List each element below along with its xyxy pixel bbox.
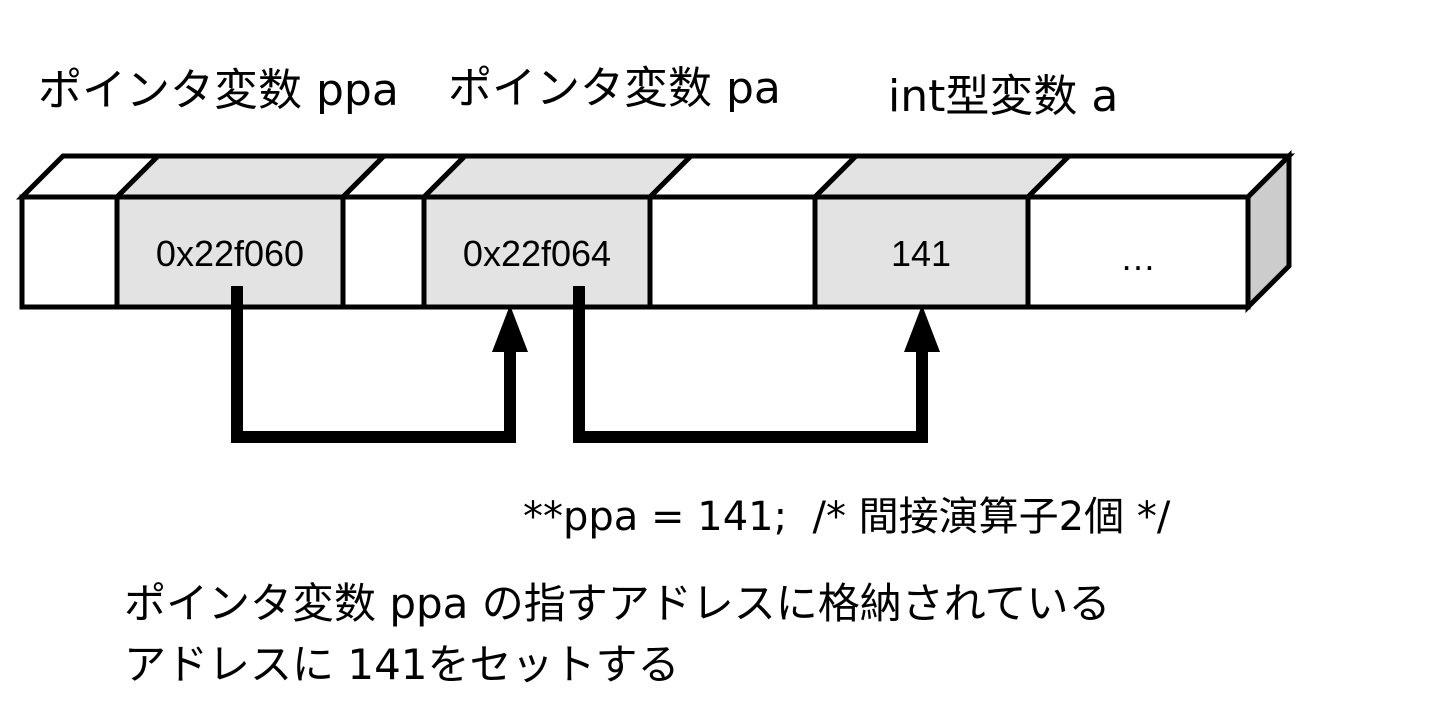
description-line-2: アドレスに 141をセットする	[124, 640, 680, 689]
label-ppa: ポインタ変数 ppa	[38, 65, 399, 116]
label-a: int型変数 a	[888, 71, 1118, 122]
memory-cell-4	[647, 194, 818, 310]
memory-cell-3	[421, 194, 653, 310]
pointer-arrow-ppa-to-pa	[231, 286, 528, 443]
description-line-1: ポインタ変数 ppa の指すアドレスに格納されている	[124, 579, 1111, 628]
top-face-6	[1021, 153, 1296, 200]
cell-value-a: 141	[891, 233, 951, 274]
memory-strip	[15, 149, 1296, 314]
top-face-3	[417, 153, 698, 200]
pointer-arrow-pa-to-a	[573, 286, 940, 443]
memory-cell-6	[1025, 194, 1251, 310]
memory-cell-1	[114, 194, 346, 310]
memory-cell-2	[340, 194, 427, 310]
code-statement: **ppa = 141; /* 間接演算子2個 */	[523, 494, 1171, 540]
cell-ellipsis: …	[1120, 237, 1156, 278]
top-face-1	[110, 153, 391, 200]
label-pa: ポインタ変数 pa	[448, 63, 781, 114]
memory-cell-0	[19, 194, 120, 310]
cell-value-ppa: 0x22f060	[156, 233, 304, 274]
arrowhead-up-icon	[492, 305, 528, 352]
arrowhead-up-icon	[904, 305, 940, 352]
cell-value-pa: 0x22f064	[463, 233, 611, 274]
